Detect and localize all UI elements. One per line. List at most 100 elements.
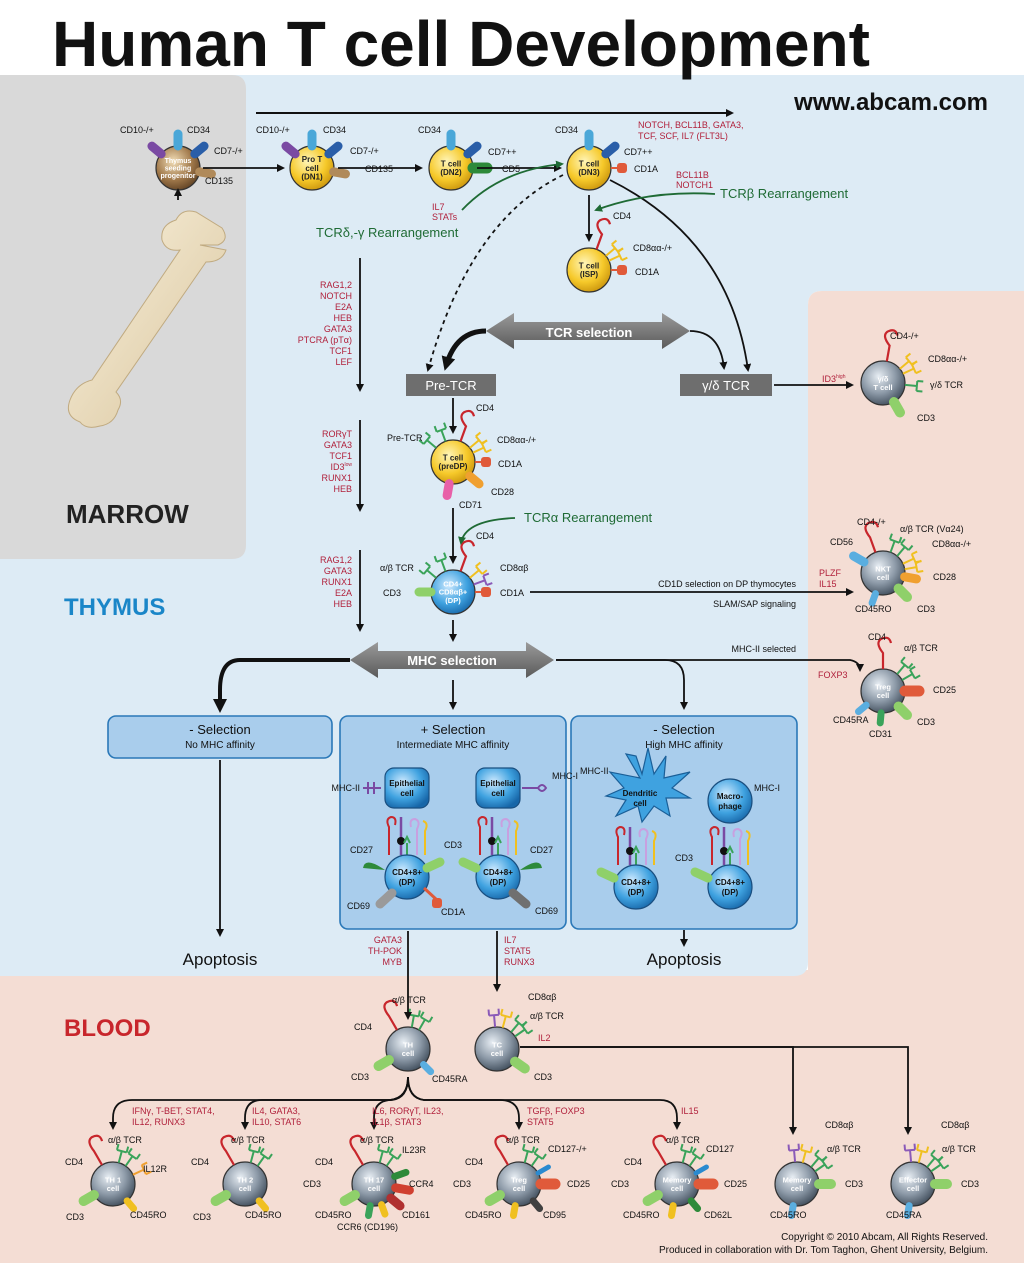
mhc-ii-glyph (363, 782, 381, 794)
credit: Produced in collaboration with Dr. Tom T… (659, 1245, 988, 1256)
marker-label: CD45RO (245, 1210, 282, 1220)
marker-label: CD4-/+ (890, 331, 919, 341)
factor-top-1: NOTCH, BCL11B, GATA3, (638, 120, 744, 130)
dp-cell-negative-left: CD4+8+(DP) (596, 825, 659, 910)
marker-label: CD45RO (130, 1210, 167, 1220)
marker-label: CD161 (402, 1210, 430, 1220)
surface-marker (899, 352, 918, 370)
marker-label: CD135 (205, 176, 233, 186)
surface-marker (688, 1147, 705, 1167)
rearrangement-tcra: TCRα Rearrangement (524, 510, 653, 525)
cell-name: (preDP) (439, 462, 468, 471)
cell-dp: CD4+CD8αβ+(DP) (414, 539, 493, 615)
dp-cell-positive-right: CD4+8+(DP) (458, 815, 542, 909)
website-url: www.abcam.com (793, 89, 988, 116)
surface-marker (605, 239, 624, 257)
cell-name: seeding (165, 165, 191, 172)
marker-label: CD4 (613, 211, 631, 221)
cell-body (90, 1161, 136, 1207)
surface-marker (116, 1143, 130, 1164)
surface-marker (487, 1008, 501, 1028)
factor-top-2: TCF, SCF, IL7 (FLT3L) (638, 131, 728, 141)
mhc-selection-arrow (350, 642, 554, 678)
cell-name: (DP) (722, 888, 739, 897)
marker-label: CD34 (555, 125, 578, 135)
surface-marker (617, 163, 627, 173)
marker-label: CD8αα-/+ (633, 243, 672, 253)
surface-marker (687, 1197, 702, 1213)
cell-name: Memory (783, 1176, 813, 1185)
cell-name: CD4+8+ (621, 878, 651, 887)
cell-name: cell (491, 1049, 504, 1058)
pathway-label: MHC-II selected (731, 644, 796, 654)
cell-name: Memory (663, 1176, 693, 1185)
surface-marker (902, 360, 922, 375)
transcription-factor: MYB (382, 957, 402, 967)
marker-label: CD10-/+ (120, 125, 154, 135)
transcription-factor: GATA3 (374, 935, 402, 945)
marker-label: α/β TCR (231, 1135, 265, 1145)
surface-marker (617, 265, 627, 275)
transcription-factor: GATA3 (324, 324, 352, 334)
marker-label: CD45RA (886, 1210, 922, 1220)
marker-label: CD28 (933, 572, 956, 582)
transcription-factor: PTCRA (pTα) (298, 335, 352, 345)
cell-name: γ/δ (878, 375, 889, 384)
marker-label: CD45RO (855, 604, 892, 614)
surface-marker (510, 1056, 530, 1074)
surface-marker (433, 422, 448, 442)
surface-marker (510, 1014, 528, 1033)
surface-marker (893, 583, 913, 603)
marker-label: CD8αβ (528, 992, 556, 1002)
region-label-thymus: THYMUS (64, 594, 165, 621)
surface-marker (364, 1202, 374, 1220)
marker-label: CD69 (347, 901, 370, 911)
surface-marker (391, 1168, 410, 1180)
surface-marker (256, 1147, 273, 1167)
surface-marker (800, 1143, 814, 1164)
arrow-tcra-rearrangement (458, 517, 516, 545)
rearrangement-tcrdg: TCRδ,-γ Rearrangement (316, 225, 459, 240)
cell-name: cell (400, 789, 413, 798)
transcription-factor: GATA3 (324, 566, 352, 576)
marker-label: CD127 (706, 1144, 734, 1154)
surface-marker (810, 1149, 828, 1168)
marker-label: CD8αβ (941, 1120, 969, 1130)
surface-marker (463, 141, 482, 159)
marker-label: α/β TCR (506, 1135, 540, 1145)
transcription-factor: HEB (333, 599, 352, 609)
marker-label: CD8αα-/+ (932, 539, 971, 549)
selection-title: - Selection (653, 722, 714, 737)
cell-name: Macro- (717, 792, 744, 801)
pre-tcr-box (406, 374, 496, 396)
marker-label: CD31 (869, 729, 892, 739)
surface-marker (787, 1202, 797, 1220)
marker-label: CD127-/+ (548, 1144, 587, 1154)
marker-label: CD45RA (833, 715, 869, 725)
marker-label: CD3 (917, 413, 935, 423)
marker-label: CD3 (917, 604, 935, 614)
marker-label: CD56 (830, 537, 853, 547)
transcription-factor: TH-POK (368, 946, 402, 956)
surface-marker (386, 1193, 405, 1211)
cell-name: (ISP) (580, 270, 599, 279)
surface-marker (329, 167, 350, 179)
surface-marker (469, 431, 488, 449)
transcription-factor: STAT5 (504, 946, 531, 956)
marker-label: γ/δ TCR (930, 380, 964, 390)
marker-label: α/β TCR (942, 1144, 976, 1154)
surface-marker (220, 1134, 236, 1166)
transcription-factor: NOTCH1 (676, 180, 713, 190)
surface-marker (88, 1134, 104, 1166)
surface-marker (349, 1134, 365, 1166)
transcription-factor: IL1β, STAT3 (372, 1117, 421, 1127)
surface-marker (814, 1156, 834, 1173)
cell-name: CD4+ (443, 579, 463, 588)
surface-marker (418, 431, 437, 449)
